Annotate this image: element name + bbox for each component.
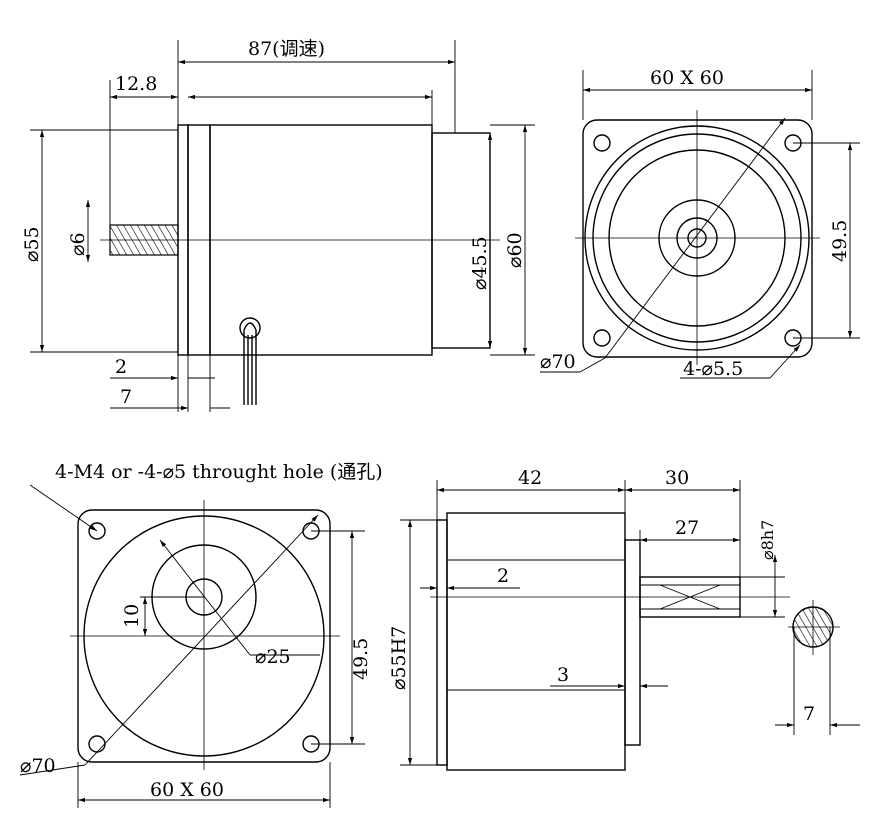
hole-spacing-label: 49.5 bbox=[350, 638, 372, 680]
offset-label: 10 bbox=[121, 604, 143, 628]
shaft-dia-label: ⌀8h7 bbox=[758, 520, 777, 560]
top-front-view: 60 X 60 49.5 ⌀70 4-⌀5.5 bbox=[540, 67, 860, 380]
neck-label: 3 bbox=[557, 664, 569, 686]
bottom-side-view: 42 30 27 ⌀8h7 2 ⌀55H7 3 7 bbox=[388, 467, 860, 771]
rear-dia-label: ⌀45.5 bbox=[469, 236, 491, 290]
body-length-label: 42 bbox=[518, 467, 542, 489]
size-label: 60 X 60 bbox=[150, 779, 224, 801]
spigot-dia-label: ⌀55H7 bbox=[388, 626, 410, 690]
holes-label: 4-⌀5.5 bbox=[683, 358, 743, 380]
shaft-length-label: 12.8 bbox=[115, 73, 157, 95]
flange-thickness-label: 7 bbox=[120, 386, 132, 408]
shaft-dia-label: ⌀6 bbox=[67, 232, 89, 256]
holes-note: 4-M4 or -4-⌀5 throught hole (通孔) bbox=[55, 461, 383, 483]
flange-step-label: 2 bbox=[497, 565, 509, 587]
flange-step-label: 2 bbox=[115, 356, 127, 378]
top-side-view: 87(调速) 12.8 ⌀55 ⌀6 ⌀45.5 ⌀60 2 7 bbox=[21, 38, 535, 412]
pcd-label: ⌀70 bbox=[20, 755, 56, 777]
key-label: 7 bbox=[803, 703, 815, 725]
hole-spacing-label: 49.5 bbox=[829, 220, 851, 262]
shaft-total-label: 30 bbox=[665, 467, 689, 489]
flange-dia-label: ⌀55 bbox=[21, 226, 43, 262]
bottom-front-view: 4-M4 or -4-⌀5 throught hole (通孔) ⌀25 10 … bbox=[19, 461, 383, 808]
hub-dia-label: ⌀25 bbox=[255, 646, 291, 668]
length-label: 87(调速) bbox=[248, 38, 325, 60]
size-label: 60 X 60 bbox=[650, 67, 724, 89]
body-dia-label: ⌀60 bbox=[504, 232, 526, 268]
pcd-label: ⌀70 bbox=[540, 351, 576, 373]
shaft-length-label: 27 bbox=[675, 517, 699, 539]
